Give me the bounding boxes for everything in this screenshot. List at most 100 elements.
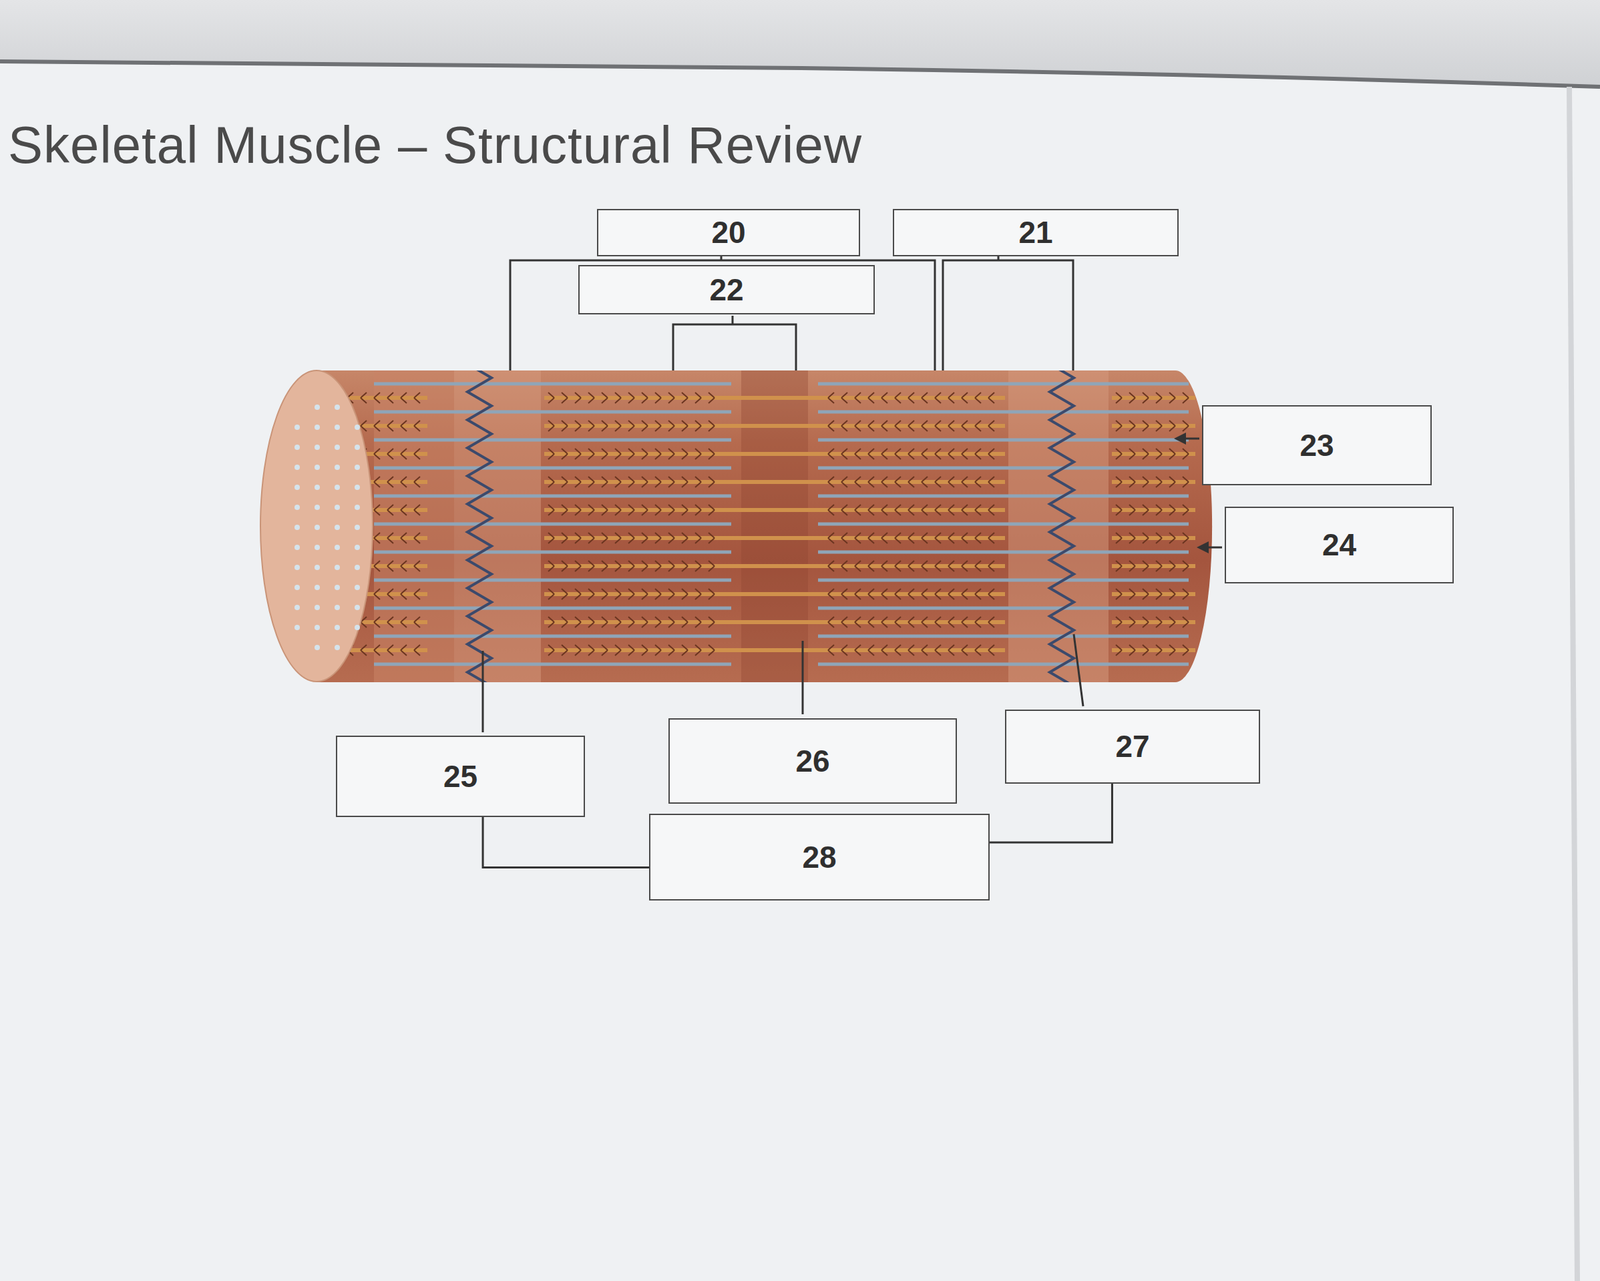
cross-section-dot (354, 424, 360, 431)
myosin-head (841, 448, 848, 460)
label-box: 25 (335, 735, 585, 818)
cross-section-dot (294, 504, 300, 511)
myosin-head (894, 448, 901, 460)
myosin-head (988, 448, 995, 460)
myosin-head (921, 476, 928, 488)
thin-filament (373, 410, 480, 415)
leader-lines (482, 251, 1223, 733)
myosin-head (934, 420, 941, 432)
label-box: 22 (578, 265, 875, 315)
myosin-head (948, 560, 955, 572)
thin-filament (373, 635, 480, 639)
callout-number: 20 (711, 215, 746, 250)
myosin-head (868, 645, 875, 656)
myosin-head (908, 476, 915, 488)
myosin-head (1169, 560, 1176, 572)
thin-filament (479, 522, 732, 527)
label-box: 26 (668, 718, 957, 805)
myosin-head (574, 392, 581, 404)
myosin-head (387, 645, 394, 656)
myosin-head (681, 420, 688, 432)
myosin-head (708, 392, 715, 404)
cross-section-dot (354, 524, 360, 531)
myosin-head (548, 617, 555, 628)
myosin-head (1169, 645, 1176, 656)
myosin-head (387, 420, 394, 432)
myosin-head (961, 392, 968, 404)
myosin-head (387, 392, 394, 404)
myosin-head (948, 617, 955, 628)
myosin-head (974, 560, 981, 572)
myosin-head (974, 532, 981, 544)
myosin-head (561, 476, 568, 488)
myosin-head (961, 645, 968, 656)
myosin-head (948, 420, 955, 432)
label-box: 24 (1224, 506, 1454, 584)
myosin-head (681, 448, 688, 460)
label-box: 28 (649, 814, 990, 901)
z-disc (1049, 363, 1074, 687)
thin-filament (373, 663, 480, 667)
bracket-connector (482, 817, 650, 869)
myosin-head (574, 476, 581, 488)
myosin-head (400, 392, 407, 404)
myosin-head (668, 476, 675, 488)
thin-filament (373, 607, 480, 611)
myosin-head (561, 448, 568, 460)
myosin-head (934, 476, 941, 488)
myosin-head (681, 645, 688, 656)
myosin-head (961, 588, 968, 600)
myosin-head (414, 420, 421, 432)
myosin-head (881, 392, 888, 404)
myosin-head (588, 448, 595, 460)
myosin-head (828, 588, 835, 600)
myosin-head (414, 560, 421, 572)
myosin-head (695, 420, 702, 432)
cross-section-dot (334, 484, 340, 491)
cross-section-dot (294, 625, 300, 631)
myosin-head (561, 420, 568, 432)
myosin-head (708, 476, 715, 488)
myosin-head (360, 645, 367, 656)
thin-filament (818, 438, 1062, 443)
myosin-head (668, 645, 675, 656)
myosin-head (681, 588, 688, 600)
myosin-head (1182, 588, 1189, 600)
myosin-head (601, 560, 608, 572)
cross-section-dot (354, 625, 360, 631)
myosin-head (974, 645, 981, 656)
myosin-head (655, 392, 662, 404)
cross-section-dot (294, 544, 300, 551)
myosin-head (655, 560, 662, 572)
myosin-head (588, 645, 595, 656)
myosin-head (681, 392, 688, 404)
myosin-head (615, 392, 622, 404)
myosin-head (708, 560, 715, 572)
myosin-head (894, 420, 901, 432)
myosin-head (988, 645, 995, 656)
cross-section-dot (294, 464, 300, 471)
callout-number: 22 (709, 273, 744, 308)
myosin-head (854, 645, 861, 656)
myosin-head (548, 420, 555, 432)
myosin-head (373, 476, 380, 488)
myosin-head (1142, 420, 1149, 432)
thick-filament (1111, 424, 1196, 429)
myosin-head (548, 504, 555, 516)
thick-filament (1111, 508, 1196, 513)
myosin-head (574, 532, 581, 544)
myosin-head (1155, 560, 1162, 572)
myosin-head (1155, 588, 1162, 600)
cross-section-dot (314, 464, 320, 471)
myosin-head (655, 645, 662, 656)
myosin-head (974, 617, 981, 628)
myosin-head (655, 532, 662, 544)
myosin-head (868, 420, 875, 432)
myosin-head (695, 617, 702, 628)
myosin-head (988, 420, 995, 432)
myosin-head (1169, 392, 1176, 404)
cross-section-dot (334, 524, 340, 531)
myosin-head (387, 588, 394, 600)
cross-section-dot (354, 464, 360, 471)
thick-filament (1111, 648, 1196, 653)
